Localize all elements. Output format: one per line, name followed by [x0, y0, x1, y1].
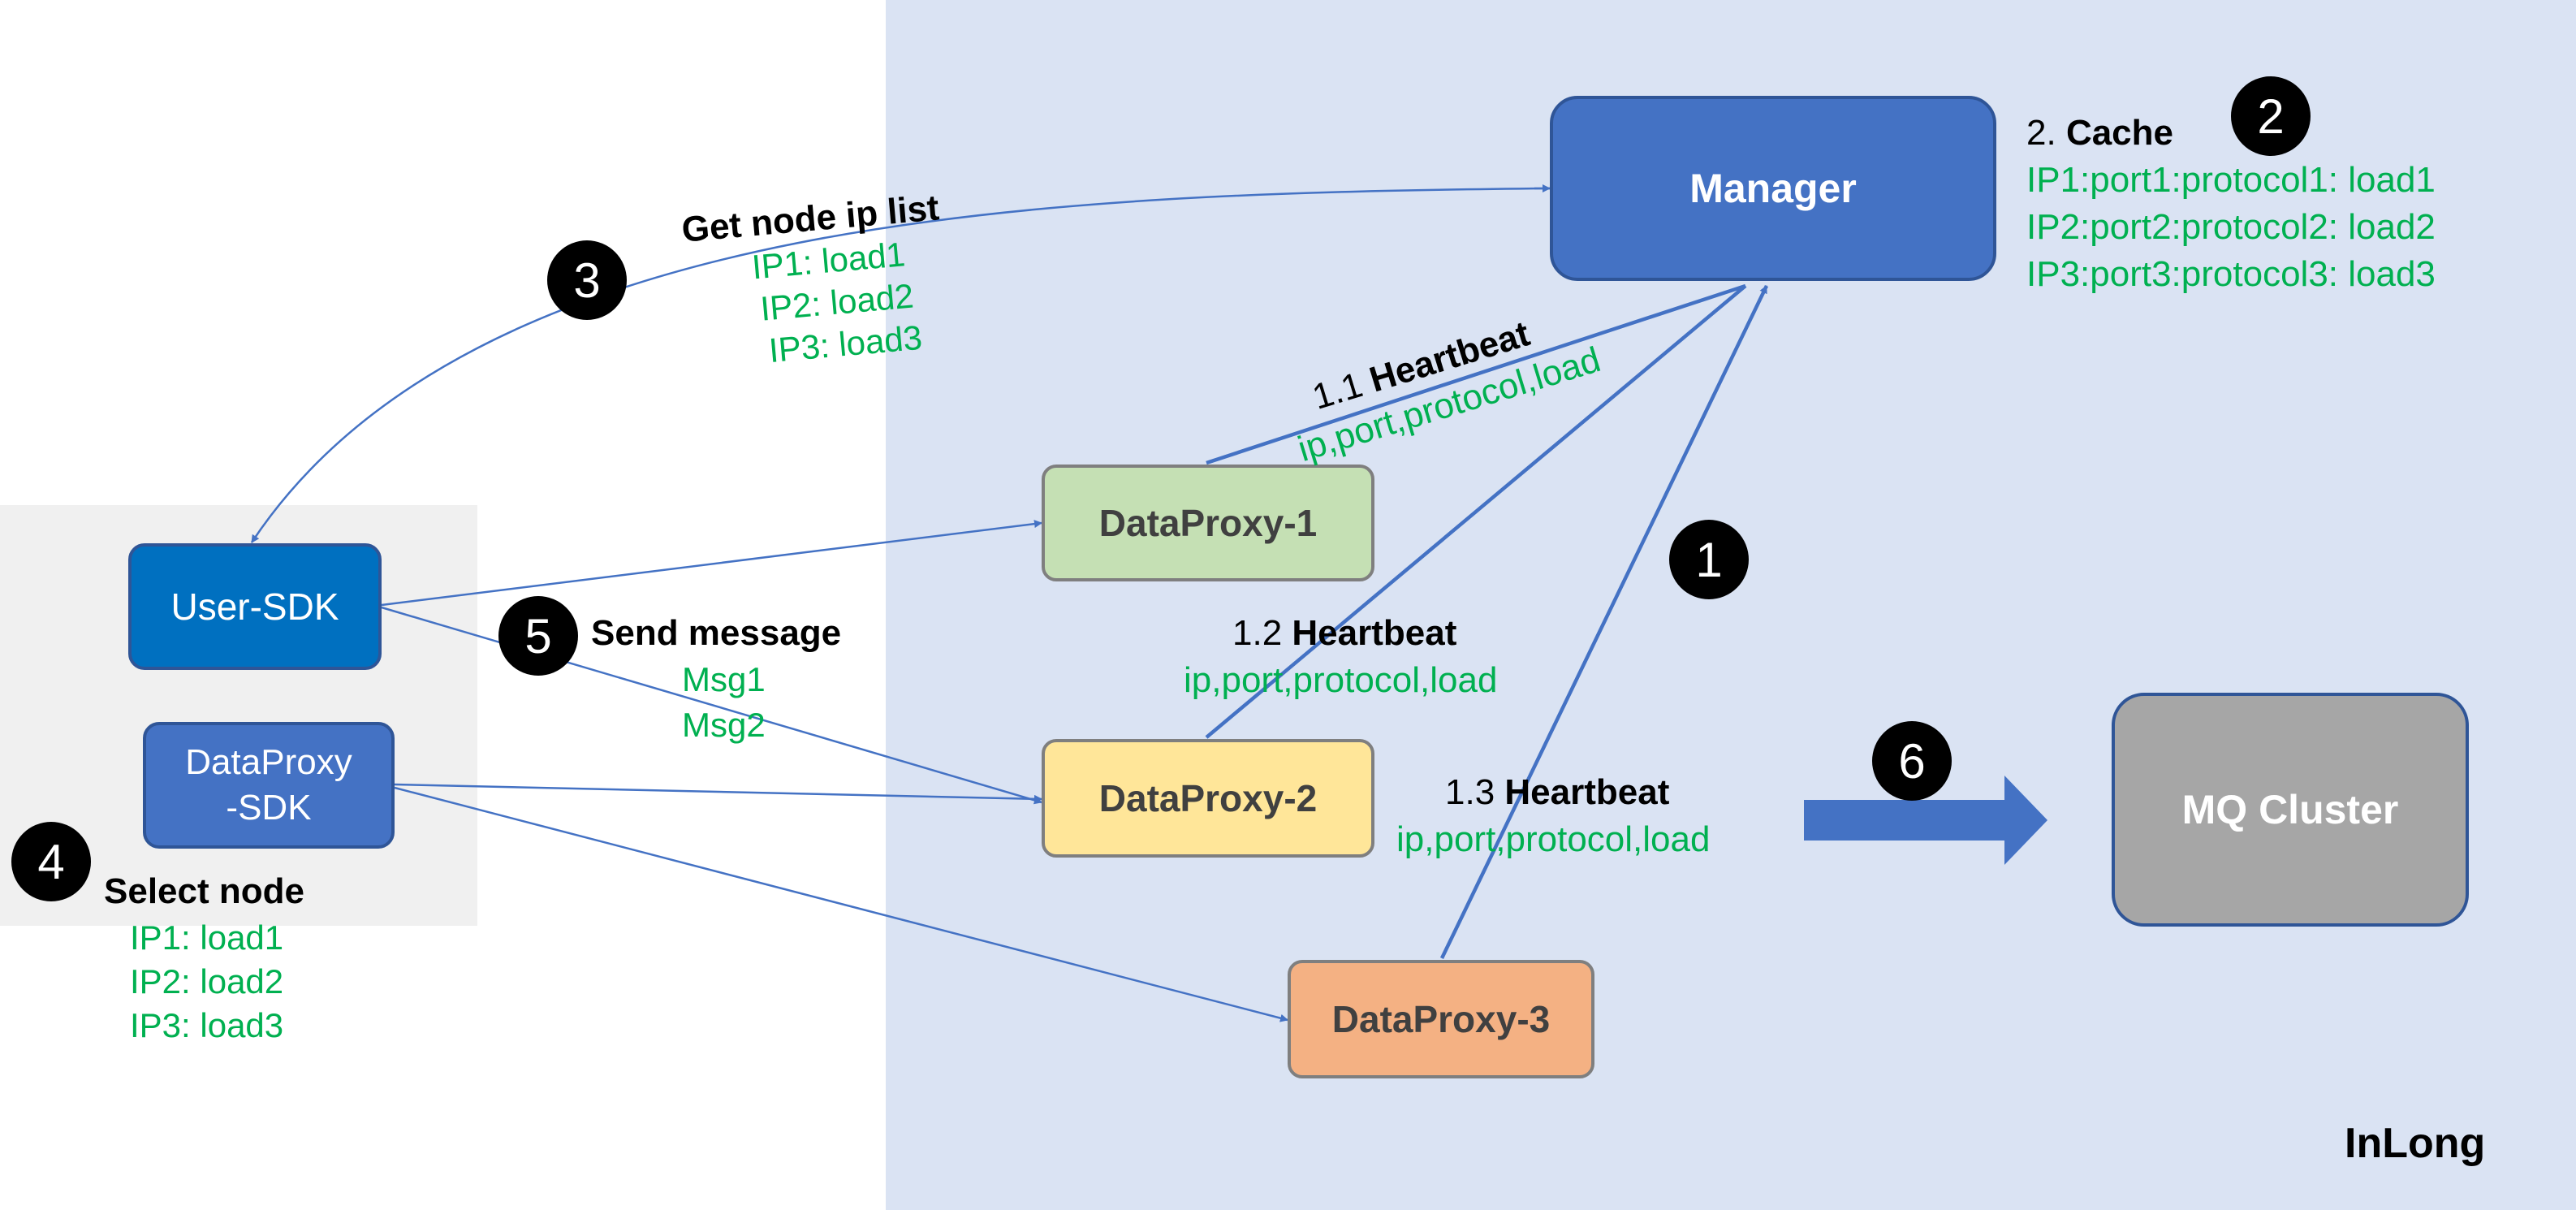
block-arrow-to-mq [1804, 776, 2047, 865]
send-message-entry-1: Msg1 [682, 660, 766, 698]
dataproxy-2-label: DataProxy-2 [1098, 777, 1318, 819]
heartbeat-2-title: 1.2 Heartbeat [1232, 616, 1456, 651]
dataproxy-3-label: DataProxy-3 [1331, 998, 1551, 1040]
dataproxy-2-node: DataProxy-2 [1042, 739, 1374, 858]
cache-entry-1: IP1:port1:protocol1: load1 [2026, 160, 2436, 200]
dataproxy-3-node: DataProxy-3 [1288, 960, 1594, 1078]
arrow-user-sdk-to-dp1 [381, 520, 1042, 607]
heartbeat-2-title-text: Heartbeat [1292, 613, 1457, 653]
user-sdk-label: User-SDK [170, 586, 339, 628]
heartbeat-3-detail: ip,port,protocol,load [1396, 819, 1711, 859]
manager-label: Manager [1689, 166, 1857, 211]
heartbeat-2-detail: ip,port,protocol,load [1184, 660, 1498, 700]
dataproxy-1-node: DataProxy-1 [1042, 465, 1374, 581]
step-6-badge: 6 [1872, 721, 1952, 801]
step-2-badge: 2 [2231, 76, 2311, 156]
mq-cluster-node: MQ Cluster [2112, 693, 2469, 927]
dataproxy-sdk-line2: -SDK [226, 788, 312, 828]
arrow-user-sdk-to-dp2 [381, 606, 1042, 805]
heartbeat-dp3-to-manager [1439, 285, 1769, 959]
mq-cluster-label: MQ Cluster [2181, 787, 2399, 832]
cache-title-text: Cache [2065, 113, 2174, 153]
arrow-dpsdk-to-dp2 [394, 783, 1042, 803]
get-node-list-group: Get node ip list IP1: load1 IP2: load2 I… [680, 188, 951, 374]
heartbeat-dp1-to-manager [1206, 283, 1746, 465]
dataproxy-sdk-line1: DataProxy [185, 742, 352, 782]
dataproxy-sdk-node: DataProxy -SDK [143, 722, 395, 849]
step-3-badge: 3 [547, 240, 627, 320]
heartbeat-3-prefix: 1.3 [1445, 772, 1495, 812]
heartbeat-2-prefix: 1.2 [1232, 613, 1283, 653]
heartbeat-3-title: 1.3 Heartbeat [1445, 775, 1669, 810]
heartbeat-3-title-text: Heartbeat [1504, 772, 1670, 812]
user-sdk-node: User-SDK [128, 543, 382, 670]
arrow-dpsdk-to-dp3 [394, 786, 1288, 1022]
cache-title: 2. Cache [2026, 115, 2173, 151]
select-node-entry-3: IP3: load3 [130, 1006, 284, 1044]
cache-prefix: 2. [2026, 113, 2056, 153]
heartbeat-dp2-to-manager [1205, 284, 1747, 739]
cache-entry-2: IP2:port2:protocol2: load2 [2026, 207, 2436, 247]
select-node-entry-2: IP2: load2 [130, 962, 284, 1000]
select-node-entry-1: IP1: load1 [130, 918, 284, 957]
dataproxy-sdk-label: DataProxy -SDK [185, 740, 352, 831]
arrow-get-node-list-to-sdk [250, 187, 1551, 543]
manager-node: Manager [1550, 96, 1996, 281]
send-message-entry-2: Msg2 [682, 706, 766, 744]
step-5-badge: 5 [498, 596, 578, 676]
send-message-title: Send message [591, 613, 842, 653]
step-4-badge: 4 [11, 822, 91, 901]
dataproxy-1-label: DataProxy-1 [1098, 502, 1318, 544]
inlong-footer-label: InLong [2345, 1120, 2486, 1167]
select-node-title: Select node [104, 871, 304, 911]
cache-entry-3: IP3:port3:protocol3: load3 [2026, 254, 2436, 294]
step-1-badge: 1 [1669, 520, 1749, 599]
